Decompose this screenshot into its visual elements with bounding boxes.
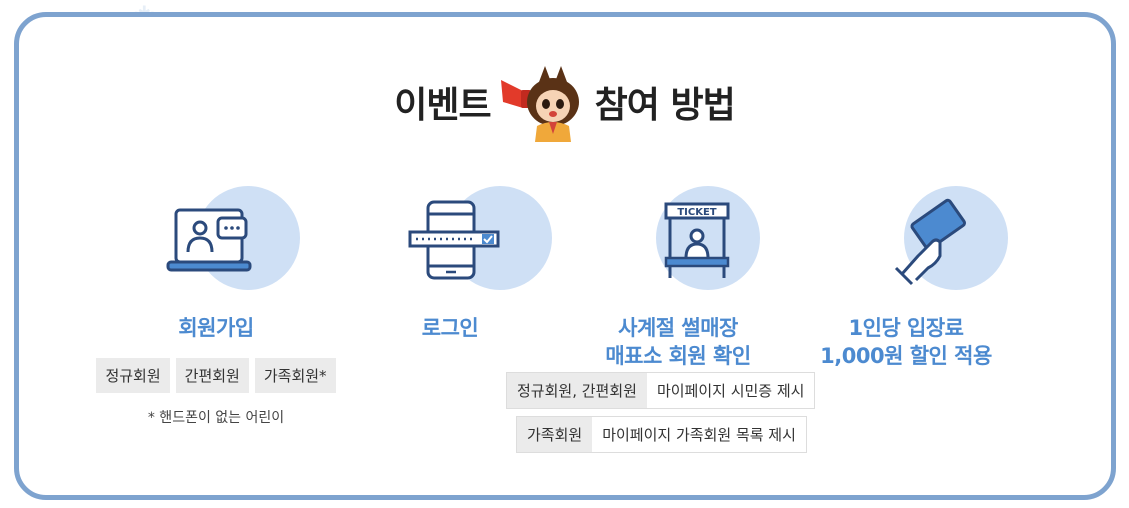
step-icon-wrap	[146, 186, 300, 296]
chip-family-member: 가족회원*	[254, 358, 336, 393]
step-icon-wrap	[836, 186, 1008, 296]
step-label: 로그인	[421, 316, 479, 340]
row-key: 가족회원	[517, 417, 593, 452]
chip-regular-member: 정규회원	[96, 358, 170, 393]
step-icon-wrap	[380, 186, 552, 296]
step-label-line2: 1,000원 할인 적용	[820, 344, 992, 368]
laptop-chat-icon	[166, 208, 252, 272]
step-login: 로그인	[330, 186, 570, 342]
title-after: 참여 방법	[594, 85, 736, 126]
verification-table: 정규회원, 간편회원 마이페이지 시민증 제시 가족회원 마이페이지 가족회원 …	[506, 372, 816, 460]
step-icon-wrap: TICKET	[608, 186, 760, 296]
svg-text:TICKET: TICKET	[677, 207, 716, 218]
step-signup: 회원가입 정규회원 간편회원 가족회원* * 핸드폰이 없는 어린이	[96, 186, 336, 427]
phone-login-icon	[408, 200, 500, 280]
step-label: 회원가입	[178, 316, 254, 340]
table-row: 가족회원 마이페이지 가족회원 목록 제시	[516, 416, 807, 453]
row-value: 마이페이지 시민증 제시	[646, 373, 815, 408]
page-title: 이벤트 참여 방법	[0, 62, 1129, 142]
ticket-booth-icon: TICKET	[664, 202, 730, 278]
step-label: 사계절 썰매장 매표소 회원 확인	[558, 314, 798, 370]
step-label: 1인당 입장료 1,000원 할인 적용	[786, 314, 1026, 370]
footnote: * 핸드폰이 없는 어린이	[147, 410, 285, 426]
megaphone-mascot-icon	[500, 66, 579, 142]
step-label-line1: 1인당 입장료	[848, 316, 964, 340]
row-key: 정규회원, 간편회원	[507, 373, 647, 408]
step-label-line1: 사계절 썰매장	[618, 316, 738, 340]
hand-card-icon	[894, 198, 967, 286]
member-types: 정규회원 간편회원 가족회원*	[96, 358, 336, 393]
step-label-line2: 매표소 회원 확인	[605, 344, 751, 368]
chip-simple-member: 간편회원	[175, 358, 249, 393]
row-value: 마이페이지 가족회원 목록 제시	[592, 417, 806, 452]
table-row: 정규회원, 간편회원 마이페이지 시민증 제시	[506, 372, 816, 409]
title-before: 이벤트	[394, 85, 491, 126]
step-ticket-check: TICKET 사계절 썰매장 매표소 회원 확인	[558, 186, 798, 370]
step-discount: 1인당 입장료 1,000원 할인 적용	[786, 186, 1026, 370]
